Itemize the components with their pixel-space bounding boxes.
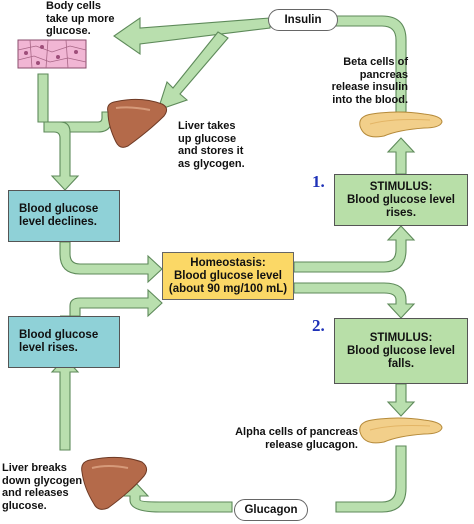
liver-breaks-line-1: Liver breaks bbox=[2, 462, 67, 474]
pancreas-bottom-image bbox=[359, 417, 443, 444]
stimulus2-line-3: falls. bbox=[387, 357, 415, 370]
liver-breaks-line-2: down glycogen bbox=[2, 474, 83, 487]
insulin-pill: Insulin bbox=[268, 9, 338, 31]
blood-glucose-rises-box: Blood glucose level rises. bbox=[8, 316, 120, 368]
arrow-insulin-to-liver bbox=[157, 31, 229, 111]
liver-bottom-image bbox=[81, 456, 148, 510]
arrow-stimulus1-to-pancreas bbox=[386, 137, 416, 175]
stimulus-falls-box: STIMULUS: Blood glucose level falls. bbox=[334, 318, 468, 384]
rises-left-line-2: level rises. bbox=[19, 342, 78, 354]
beta-cells-line-4: into the blood. bbox=[332, 93, 408, 106]
body-cells-line-2: take up more bbox=[46, 12, 115, 25]
step-number-1: 1. bbox=[312, 172, 325, 191]
stimulus-rises-box: STIMULUS: Blood glucose level rises. bbox=[334, 174, 468, 226]
rises-left-line-1: Blood glucose bbox=[19, 329, 99, 341]
alpha-cells-line-1: Alpha cells of pancreas bbox=[235, 426, 358, 438]
liver-takes-line-2: up glucose bbox=[178, 132, 237, 145]
arrow-insulin-to-body-cells bbox=[113, 16, 271, 56]
liver-takes-label: Liver takes up glucose and stores it as … bbox=[178, 120, 245, 170]
arrow-declines-to-homeostasis bbox=[59, 241, 163, 284]
declines-line-2: level declines. bbox=[19, 216, 97, 228]
glucagon-pill: Glucagon bbox=[234, 499, 308, 521]
liver-breaks-line-3: and releases bbox=[2, 487, 69, 499]
stimulus2-line-1: STIMULUS: bbox=[369, 331, 433, 344]
homeostasis-box: Homeostasis: Blood glucose level (about … bbox=[162, 252, 294, 300]
stimulus1-line-2: Blood glucose level bbox=[347, 193, 455, 206]
stimulus1-line-3: rises. bbox=[385, 206, 417, 219]
arrow-stimulus2-to-pancreas bbox=[386, 383, 416, 417]
liver-takes-line-4: as glycogen. bbox=[178, 157, 245, 170]
step-number-2: 2. bbox=[312, 316, 325, 335]
glucagon-label: Glucagon bbox=[244, 504, 298, 516]
homeostasis-line-2: Blood glucose level bbox=[174, 269, 282, 282]
arrow-liver-to-rises-box bbox=[50, 357, 80, 451]
blood-glucose-declines-box: Blood glucose level declines. bbox=[8, 190, 120, 242]
stimulus1-line-1: STIMULUS: bbox=[369, 180, 433, 193]
body-cells-line-3: glucose. bbox=[46, 25, 91, 37]
liver-breaks-label: Liver breaks down glycogen and releases … bbox=[2, 462, 82, 512]
declines-line-1: Blood glucose bbox=[19, 203, 99, 215]
arrow-rises-to-homeostasis bbox=[60, 288, 163, 318]
homeostasis-line-3: (about 90 mg/100 mL) bbox=[168, 282, 288, 295]
beta-cells-line-3: release insulin bbox=[331, 81, 408, 93]
beta-cells-line-1: Beta cells of bbox=[343, 56, 408, 68]
beta-cells-line-2: pancreas bbox=[359, 68, 408, 81]
arrow-glucagon-to-liver bbox=[120, 481, 233, 513]
arrow-pancreas-to-glucagon bbox=[335, 445, 407, 513]
liver-top-image bbox=[107, 98, 168, 148]
alpha-cells-label: Alpha cells of pancreas release glucagon… bbox=[224, 426, 358, 451]
liver-takes-line-1: Liver takes bbox=[178, 120, 236, 132]
body-cells-label: Body cells take up more glucose. bbox=[46, 0, 114, 38]
arrow-body-cells-down bbox=[37, 73, 49, 123]
liver-breaks-line-4: glucose. bbox=[2, 499, 47, 512]
body-cells-line-1: Body cells bbox=[46, 0, 102, 12]
alpha-cells-line-2: release glucagon. bbox=[265, 438, 358, 451]
arrow-junction-to-declines bbox=[43, 121, 80, 191]
liver-takes-line-3: and stores it bbox=[178, 145, 244, 157]
arrow-homeostasis-to-stimulus1 bbox=[293, 225, 416, 273]
arrow-homeostasis-to-stimulus2 bbox=[293, 282, 416, 319]
stimulus2-line-2: Blood glucose level bbox=[347, 344, 455, 357]
beta-cells-label: Beta cells of pancreas release insulin i… bbox=[306, 56, 408, 106]
homeostasis-line-1: Homeostasis: bbox=[190, 256, 266, 269]
insulin-label: Insulin bbox=[284, 14, 322, 26]
pancreas-top-image bbox=[359, 111, 443, 138]
body-cells-image bbox=[17, 39, 87, 69]
